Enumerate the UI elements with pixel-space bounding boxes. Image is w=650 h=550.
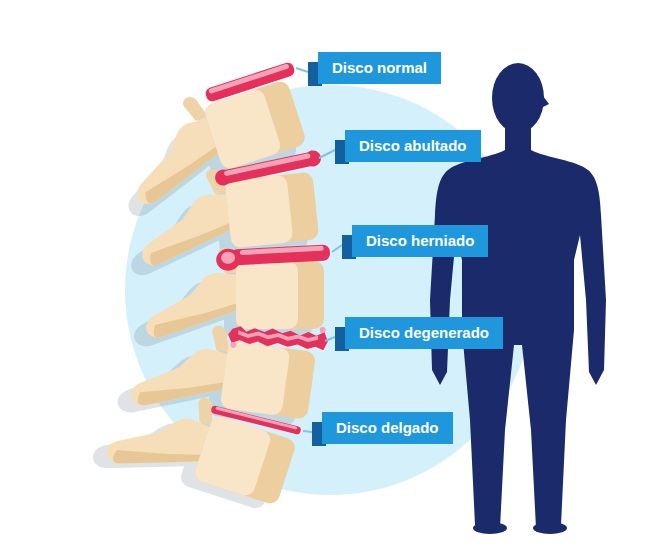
label-text: Disco normal <box>332 59 427 77</box>
label-text: Disco abultado <box>359 137 467 155</box>
label-banner: Disco abultado <box>345 130 481 162</box>
herniated-disc <box>216 243 331 271</box>
label-text: Disco delgado <box>336 419 439 437</box>
label-banner: Disco delgado <box>322 412 453 444</box>
label-banner: Disco degenerado <box>345 317 503 349</box>
label-text: Disco herniado <box>366 232 474 250</box>
bulging-disc <box>214 149 323 187</box>
ribbon-tab <box>308 62 356 446</box>
degenerated-disc <box>227 321 329 355</box>
label-banner: Disco normal <box>318 52 441 84</box>
label-text: Disco degenerado <box>359 324 489 342</box>
normal-disc <box>204 61 296 103</box>
vertebra <box>134 248 324 346</box>
thin-disc <box>210 405 301 435</box>
vertebra <box>90 370 301 522</box>
leader-line <box>296 68 342 432</box>
label-banner: Disco herniado <box>352 225 488 257</box>
